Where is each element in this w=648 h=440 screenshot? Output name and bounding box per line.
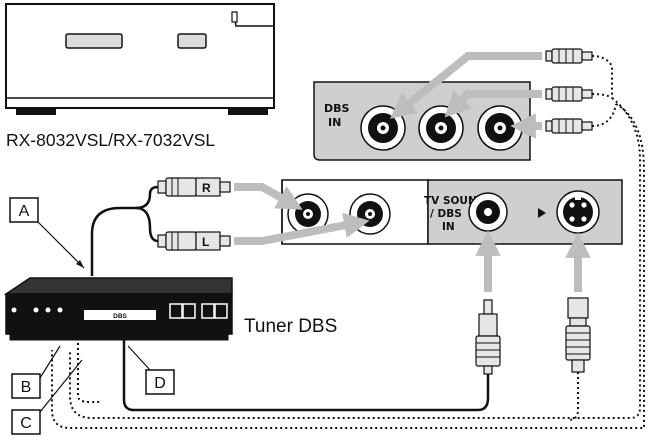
dbs-in-label-line2: IN xyxy=(328,116,341,129)
s-video-cable-start xyxy=(77,338,100,403)
s-video-plug xyxy=(565,297,591,373)
receiver-unit xyxy=(5,3,275,115)
tuner-display-text: DBS xyxy=(113,313,127,320)
s-video-jack xyxy=(556,190,600,234)
callout-a-label: A xyxy=(19,203,30,220)
callout-c: C xyxy=(11,359,83,435)
tuner-button-2 xyxy=(182,303,196,319)
tv-sound-label-line2: / DBS xyxy=(430,208,462,220)
callout-d: D xyxy=(127,345,175,395)
callout-d-label: D xyxy=(154,375,166,392)
rca-plug-r: R xyxy=(157,177,231,197)
tuner-button-3 xyxy=(201,303,215,319)
rca-plug-top-2 xyxy=(545,86,593,102)
dbs-insert-arrows xyxy=(390,52,542,139)
dbs-jack-2 xyxy=(418,105,464,151)
callout-a: A xyxy=(9,197,85,269)
receiver-foot-left xyxy=(16,108,56,115)
plug-l-label: L xyxy=(202,235,209,249)
receiver-display-slot xyxy=(65,33,123,49)
tuner-button-1 xyxy=(169,303,183,319)
tv-sound-panel: TV SOUND / DBS IN xyxy=(281,179,623,245)
callout-b-label: B xyxy=(21,379,32,396)
audio-cable-l xyxy=(135,206,159,243)
dotted-cables-top xyxy=(51,55,645,429)
tv-sound-insert-arrows xyxy=(234,183,370,245)
video-insert-arrows xyxy=(475,230,591,292)
callout-b: B xyxy=(11,345,61,399)
video-jack xyxy=(468,192,508,232)
tv-sound-jack-l xyxy=(349,193,391,235)
video-rca-plug xyxy=(475,299,501,375)
tuner-top xyxy=(3,277,233,295)
rca-plug-top-3 xyxy=(545,118,593,134)
video-cable xyxy=(122,338,490,412)
tuner-dbs-unit: DBS xyxy=(3,277,233,341)
s-video-arrow-icon xyxy=(538,208,546,218)
tuner-display xyxy=(84,310,156,320)
dbs-in-panel: DBS IN xyxy=(313,81,531,161)
tuner-power-led xyxy=(11,307,17,313)
callout-a-arrow-icon xyxy=(76,260,84,268)
receiver-body xyxy=(5,3,275,109)
tuner-led-1 xyxy=(33,307,39,313)
tuner-label: Tuner DBS xyxy=(244,316,337,337)
dbs-in-label-line1: DBS xyxy=(324,102,350,115)
s-video-cable-end xyxy=(567,372,579,421)
tuner-led-2 xyxy=(45,307,51,313)
tuner-led-3 xyxy=(57,307,63,313)
dbs-jack-3 xyxy=(477,105,523,151)
rca-plug-l: L xyxy=(157,231,231,251)
rca-plug-top-1 xyxy=(545,48,593,64)
plug-r-label: R xyxy=(202,181,211,195)
tuner-button-4 xyxy=(214,303,228,319)
callout-c-label: C xyxy=(20,415,32,432)
audio-cable-r xyxy=(90,185,159,276)
receiver-foot-right xyxy=(228,108,268,115)
receiver-model-label: RX-8032VSL/RX-7032VSL xyxy=(6,130,215,150)
tv-sound-label-line3: IN xyxy=(442,221,455,233)
receiver-button-slot xyxy=(177,33,207,49)
